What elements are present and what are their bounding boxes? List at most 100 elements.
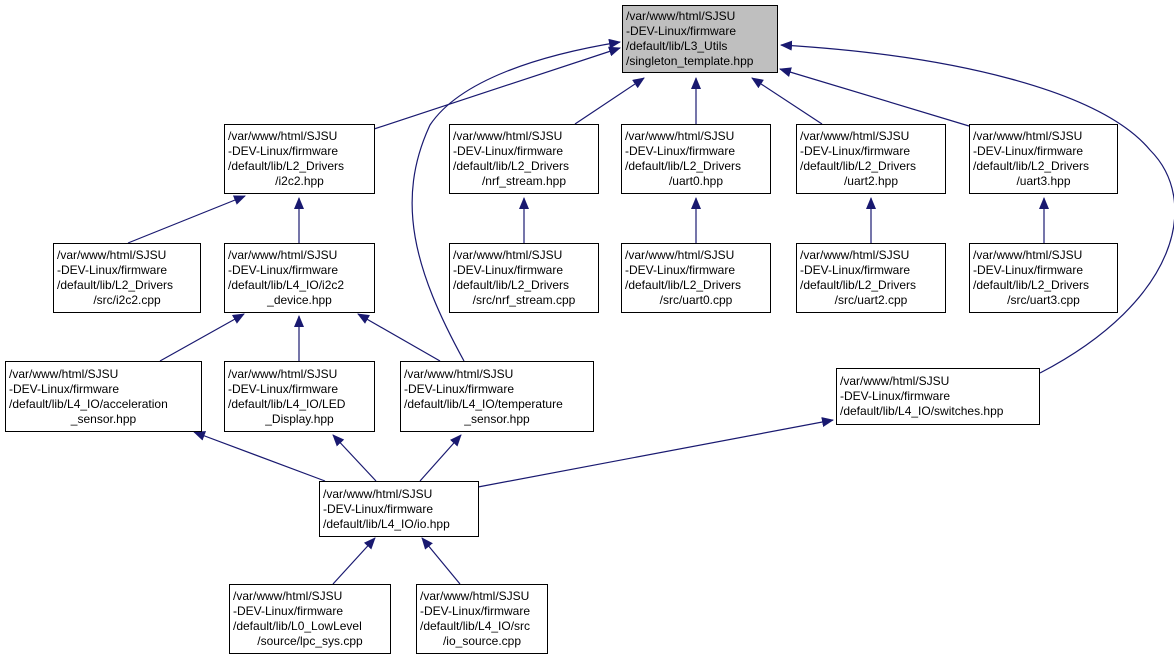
node-line: /var/www/html/SJSU bbox=[420, 589, 530, 603]
node-io-source-cpp[interactable]: /var/www/html/SJSU -DEV-Linux/firmware /… bbox=[416, 584, 548, 654]
edge-lpc_sys_cpp-to-io_hpp bbox=[332, 537, 376, 585]
node-temperature-sensor-hpp[interactable]: /var/www/html/SJSU -DEV-Linux/firmware /… bbox=[400, 361, 594, 432]
node-line: -DEV-Linux/firmware bbox=[800, 263, 911, 277]
node-line: _device.hpp bbox=[267, 293, 332, 307]
node-line: -DEV-Linux/firmware bbox=[404, 381, 515, 396]
edge-i2c2_cpp-to-i2c2_hpp bbox=[127, 195, 246, 244]
node-line: /default/lib/L2_Drivers bbox=[973, 159, 1090, 173]
node-acceleration-sensor-hpp[interactable]: /var/www/html/SJSU -DEV-Linux/firmware /… bbox=[5, 361, 202, 432]
edge-acceleration_sensor_hpp-to-i2c2_device_hpp bbox=[159, 313, 245, 362]
node-line: /uart2.hpp bbox=[843, 174, 899, 188]
edge-io_source_cpp-to-io_hpp bbox=[421, 537, 461, 585]
edge-switches_hpp-to-singleton bbox=[780, 40, 1174, 374]
node-line: /src/uart3.cpp bbox=[1007, 293, 1080, 307]
node-line: /var/www/html/SJSU bbox=[233, 589, 343, 603]
node-line: /default/lib/L4_IO/i2c2 bbox=[228, 278, 345, 292]
node-line: /var/www/html/SJSU bbox=[973, 129, 1083, 143]
node-line: /default/lib/L2_Drivers bbox=[800, 159, 917, 173]
node-line: /default/lib/L4_IO/LED bbox=[228, 396, 346, 411]
node-line: /var/www/html/SJSU bbox=[453, 248, 563, 262]
node-line: -DEV-Linux/firmware bbox=[228, 144, 339, 158]
node-line: /var/www/html/SJSU bbox=[9, 366, 119, 381]
node-line: -DEV-Linux/firmware bbox=[625, 144, 736, 158]
node-line: /uart0.hpp bbox=[668, 174, 724, 188]
node-i2c2-device-hpp[interactable]: /var/www/html/SJSU -DEV-Linux/firmware /… bbox=[224, 243, 375, 313]
node-line: -DEV-Linux/firmware bbox=[228, 381, 339, 396]
node-line: -DEV-Linux/firmware bbox=[800, 144, 911, 158]
node-line: _sensor.hpp bbox=[70, 411, 137, 426]
node-line: /default/lib/L4_IO/temperature bbox=[404, 396, 563, 411]
node-line: /default/lib/L2_Drivers bbox=[453, 159, 570, 173]
node-line: -DEV-Linux/firmware bbox=[453, 263, 564, 277]
edge-io_hpp-to-switches_hpp bbox=[477, 417, 834, 488]
node-line: /var/www/html/SJSU bbox=[973, 248, 1083, 262]
node-line: /default/lib/L2_Drivers bbox=[625, 159, 742, 173]
node-line: /default/lib/L4_IO/switches.hpp bbox=[840, 404, 1004, 418]
node-line: /var/www/html/SJSU bbox=[800, 129, 910, 143]
node-uart0-cpp[interactable]: /var/www/html/SJSU -DEV-Linux/firmware /… bbox=[621, 243, 771, 313]
node-line: /var/www/html/SJSU bbox=[228, 248, 338, 262]
node-line: /singleton_template.hpp bbox=[626, 54, 754, 68]
edge-i2c2_hpp-to-singleton bbox=[373, 46, 621, 130]
edge-uart3_hpp-to-singleton bbox=[779, 67, 970, 127]
edge-nrf_stream_hpp-to-singleton bbox=[574, 77, 645, 125]
node-line: -DEV-Linux/firmware bbox=[626, 24, 737, 38]
node-line: /i2c2.hpp bbox=[275, 174, 324, 188]
node-line: /var/www/html/SJSU bbox=[57, 248, 167, 262]
node-line: /var/www/html/SJSU bbox=[228, 129, 338, 143]
node-nrf-stream-hpp[interactable]: /var/www/html/SJSU -DEV-Linux/firmware /… bbox=[449, 124, 599, 194]
node-line: /nrf_stream.hpp bbox=[481, 174, 567, 188]
node-line: /var/www/html/SJSU bbox=[323, 486, 433, 501]
node-line: /var/www/html/SJSU bbox=[453, 129, 563, 143]
node-nrf-stream-cpp[interactable]: /var/www/html/SJSU -DEV-Linux/firmware /… bbox=[449, 243, 599, 313]
node-lpc-sys-cpp[interactable]: /var/www/html/SJSU -DEV-Linux/firmware /… bbox=[229, 584, 391, 654]
node-switches-hpp[interactable]: /var/www/html/SJSU -DEV-Linux/firmware /… bbox=[836, 368, 1040, 425]
node-line: /default/lib/L2_Drivers bbox=[453, 278, 570, 292]
node-uart0-hpp[interactable]: /var/www/html/SJSU -DEV-Linux/firmware /… bbox=[621, 124, 771, 194]
node-line: -DEV-Linux/firmware bbox=[973, 263, 1084, 277]
node-line: /default/lib/L4_IO/src bbox=[420, 619, 531, 633]
node-line: /io_source.cpp bbox=[442, 634, 522, 648]
node-line: /var/www/html/SJSU bbox=[228, 366, 338, 381]
node-io-hpp[interactable]: /var/www/html/SJSU -DEV-Linux/firmware /… bbox=[319, 481, 479, 537]
node-line: /var/www/html/SJSU bbox=[800, 248, 910, 262]
node-i2c2-cpp[interactable]: /var/www/html/SJSU -DEV-Linux/firmware /… bbox=[53, 243, 201, 313]
node-singleton-template-hpp: /var/www/html/SJSU -DEV-Linux/firmware /… bbox=[622, 5, 778, 73]
node-line: /var/www/html/SJSU bbox=[625, 248, 735, 262]
node-line: -DEV-Linux/firmware bbox=[9, 381, 120, 396]
node-line: /var/www/html/SJSU bbox=[404, 366, 514, 381]
edge-uart2_hpp-to-singleton bbox=[751, 77, 823, 125]
node-line: /default/lib/L2_Drivers bbox=[228, 159, 345, 173]
edge-io_hpp-to-acceleration_sensor_hpp bbox=[193, 431, 326, 482]
edge-temperature_sensor_hpp-to-i2c2_device_hpp bbox=[357, 313, 441, 362]
node-uart2-cpp[interactable]: /var/www/html/SJSU -DEV-Linux/firmware /… bbox=[796, 243, 946, 313]
edge-io_hpp-to-led_display_hpp bbox=[332, 434, 377, 482]
node-line: /src/uart2.cpp bbox=[834, 293, 908, 307]
node-line: /default/lib/L2_Drivers bbox=[625, 278, 742, 292]
node-line: -DEV-Linux/firmware bbox=[973, 144, 1084, 158]
node-line: /var/www/html/SJSU bbox=[840, 374, 950, 388]
node-line: /var/www/html/SJSU bbox=[626, 9, 736, 23]
node-line: /uart3.hpp bbox=[1016, 174, 1071, 188]
node-line: /default/lib/L4_IO/acceleration bbox=[9, 396, 168, 411]
node-line: -DEV-Linux/firmware bbox=[233, 604, 344, 618]
node-line: -DEV-Linux/firmware bbox=[57, 263, 168, 277]
node-line: /src/uart0.cpp bbox=[659, 293, 733, 307]
node-line: _sensor.hpp bbox=[464, 411, 530, 426]
node-uart3-cpp[interactable]: /var/www/html/SJSU -DEV-Linux/firmware /… bbox=[969, 243, 1118, 313]
node-line: -DEV-Linux/firmware bbox=[625, 263, 736, 277]
node-line: -DEV-Linux/firmware bbox=[228, 263, 339, 277]
node-uart2-hpp[interactable]: /var/www/html/SJSU -DEV-Linux/firmware /… bbox=[796, 124, 946, 194]
node-uart3-hpp[interactable]: /var/www/html/SJSU -DEV-Linux/firmware /… bbox=[969, 124, 1118, 194]
node-line: /src/i2c2.cpp bbox=[93, 293, 161, 307]
node-i2c2-hpp[interactable]: /var/www/html/SJSU -DEV-Linux/firmware /… bbox=[224, 124, 375, 194]
node-line: /source/lpc_sys.cpp bbox=[257, 634, 363, 648]
node-line: /default/lib/L2_Drivers bbox=[57, 278, 174, 292]
node-line: /default/lib/L2_Drivers bbox=[973, 278, 1090, 292]
edge-temperature_sensor_hpp-to-singleton bbox=[411, 38, 621, 362]
node-led-display-hpp[interactable]: /var/www/html/SJSU -DEV-Linux/firmware /… bbox=[224, 361, 375, 432]
node-line: /default/lib/L3_Utils bbox=[626, 39, 728, 53]
node-line: /default/lib/L2_Drivers bbox=[800, 278, 917, 292]
